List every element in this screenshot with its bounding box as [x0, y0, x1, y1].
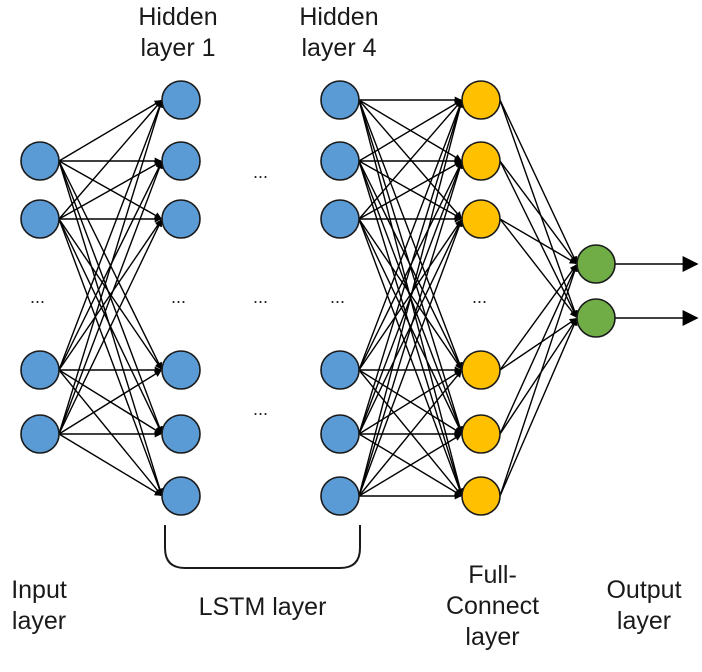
fc-node-6 [461, 476, 501, 516]
hidden4-to-fc-edge [358, 433, 462, 497]
lstm-layer-label: LSTM layer [160, 592, 365, 623]
fc-to-output-edge [499, 317, 577, 371]
input-to-hidden1-edge [58, 218, 163, 496]
fc-node-4 [461, 350, 501, 390]
hidden4-node-1 [320, 80, 360, 120]
hidden4-node-6 [320, 476, 360, 516]
hidden1-node-5 [161, 414, 201, 454]
fc-to-output-edge [499, 160, 577, 264]
fc-to-output-edge [499, 318, 578, 497]
fc-node-2 [461, 141, 501, 181]
input-to-hidden1-edge [58, 100, 163, 371]
input-layer-label: Input layer [0, 575, 78, 637]
between-hidden-ellipsis-bottom: ... [253, 399, 269, 419]
hidden1-node-6 [161, 476, 201, 516]
hidden-layer-1-label: Hidden layer 1 [113, 2, 243, 64]
input-to-hidden1-edge [58, 369, 162, 435]
hidden4-to-fc-edge [358, 370, 462, 497]
fc-to-output-edge [499, 218, 577, 265]
between-hidden-ellipsis-top: ... [253, 162, 269, 182]
lstm-layer-label-text: LSTM layer [198, 593, 327, 621]
fc-to-output-edge [499, 99, 578, 318]
input-layer-label-line2: layer [11, 607, 67, 635]
hidden1-node-1 [161, 80, 201, 120]
fc-to-output-edge [499, 218, 577, 318]
hidden4-node-2 [320, 141, 360, 181]
output-node-1 [576, 244, 616, 284]
hidden-layer-4-label-line1: Hidden [299, 3, 379, 31]
hidden4-to-fc-edge [358, 100, 464, 497]
hidden4-to-fc-edge [358, 369, 462, 435]
hidden1-node-3 [161, 199, 201, 239]
hidden4-node-3 [320, 199, 360, 239]
lstm-layer-bracket [164, 525, 361, 569]
input-node-2 [20, 199, 60, 239]
input-to-hidden1-edge [58, 100, 164, 435]
hidden4-node-5 [320, 414, 360, 454]
hidden1-node-4 [161, 350, 201, 390]
fc-to-output-edge [499, 264, 577, 371]
network-nodes [20, 80, 616, 516]
hidden1-node-2 [161, 141, 201, 181]
output-layer-label: Output layer [588, 575, 700, 637]
full-connect-label-line3: layer [465, 623, 520, 651]
hidden4-to-fc-edge [358, 161, 464, 497]
input-to-hidden1-edge [58, 160, 162, 220]
hidden4-node-4 [320, 350, 360, 390]
hidden4-to-fc-edge [358, 219, 463, 371]
between-hidden-ellipsis-middle: ... [253, 287, 269, 307]
input-to-hidden1-edge [58, 100, 162, 220]
hidden4-to-fc-edge [358, 100, 463, 371]
hidden-1-ellipsis: ... [171, 287, 187, 307]
input-node-3 [20, 350, 60, 390]
hidden4-to-fc-edge [358, 99, 462, 162]
input-node-1 [20, 141, 60, 181]
full-connect-label-line1: Full- [468, 561, 517, 589]
fc-node-3 [461, 199, 501, 239]
output-node-2 [576, 298, 616, 338]
hidden4-to-fc-edge [358, 100, 464, 435]
fc-node-5 [461, 414, 501, 454]
fc-to-output-edge [499, 264, 579, 497]
input-layer-label-line1: Input [11, 576, 67, 604]
hidden4-to-fc-edge [358, 100, 462, 220]
input-to-hidden1-edge [58, 161, 163, 435]
hidden-layer-4-label-line2: layer 4 [301, 34, 377, 62]
hidden-layer-4-label: Hidden layer 4 [274, 2, 404, 64]
hidden-4-ellipsis: ... [330, 287, 346, 307]
full-connect-label-line2: Connect [445, 592, 540, 620]
fc-node-1 [461, 80, 501, 120]
input-to-hidden1-edge [58, 433, 162, 497]
input-layer-ellipsis: ... [30, 287, 46, 307]
input-to-hidden1-edge [58, 99, 162, 162]
hidden-layer-1-label-line1: Hidden [138, 3, 218, 31]
full-connect-layer-label: Full- Connect layer [430, 560, 555, 653]
input-to-hidden1-edge [58, 219, 163, 435]
hidden-layer-1-label-line2: layer 1 [140, 34, 216, 62]
input-to-hidden1-edge [58, 369, 162, 496]
fc-to-output-edge [499, 264, 578, 435]
output-layer-label-line1: Output [606, 576, 682, 604]
hidden4-to-fc-edge [358, 219, 463, 497]
fc-to-output-edge [499, 318, 578, 435]
fc-to-output-edge [499, 99, 578, 264]
input-node-4 [20, 414, 60, 454]
connection-edges [58, 96, 699, 500]
fc-to-output-edge [499, 160, 578, 318]
output-layer-label-line2: layer [616, 607, 672, 635]
input-to-hidden1-edge [58, 219, 163, 371]
full-connect-ellipsis: ... [472, 287, 488, 307]
